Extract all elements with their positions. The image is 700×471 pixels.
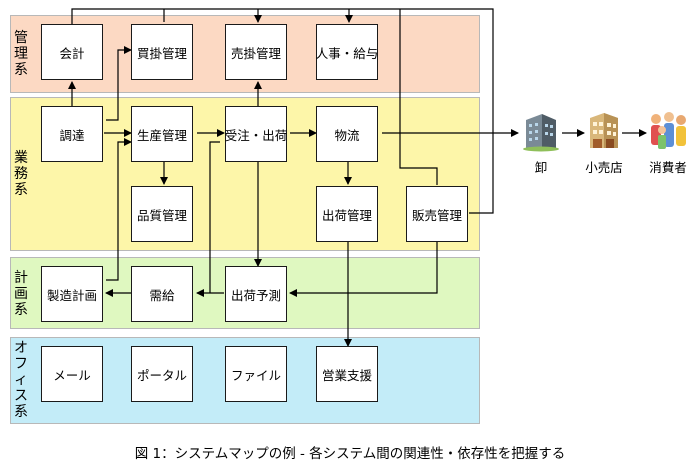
system-eigyo: 営業支援: [316, 346, 378, 402]
hanbai-right-to-bus: [400, 8, 494, 214]
system-butsuryu: 物流: [316, 106, 378, 162]
external-oroshi: 卸: [534, 160, 548, 175]
system-mail: メール: [41, 346, 103, 402]
hanbai-to-yosoku: [289, 242, 438, 297]
system-hinshitsu: 品質管理: [131, 186, 193, 242]
external-kouri: 小売店: [585, 160, 623, 175]
system-urikake: 売掛管理: [225, 24, 287, 80]
hanbai-to-bus: [399, 9, 438, 185]
chotatsu-to-kaikake: [106, 46, 132, 121]
system-portal: ポータル: [131, 346, 193, 402]
seizo-to-seisan: [106, 138, 132, 281]
people-group-icon: [651, 112, 686, 149]
system-juchu: 受注・出荷: [225, 106, 287, 162]
system-shukka: 出荷管理: [316, 186, 378, 242]
band-label-keikaku: 計画系: [14, 270, 28, 318]
figure-caption: 図 1：システムマップの例 - 各システム間の関連性・依存性を把握する: [134, 446, 566, 462]
system-yosoku: 出荷予測: [225, 266, 287, 322]
system-chotatsu: 調達: [41, 106, 103, 162]
system-hanbai: 販売管理: [406, 186, 468, 242]
store-building-icon: [590, 113, 618, 148]
system-seizo: 製造計画: [41, 266, 103, 322]
band-label-kanri: 管理系: [14, 30, 28, 78]
system-jukyu: 需給: [131, 266, 193, 322]
system-kaikei: 会計: [41, 24, 103, 80]
band-label-office: オフィス系: [14, 340, 28, 420]
system-seisan: 生産管理: [131, 106, 193, 162]
system-file: ファイル: [225, 346, 287, 402]
band-label-gyomu: 業務系: [14, 150, 28, 198]
system-kaikake: 買掛管理: [131, 24, 193, 80]
external-shohisha: 消費者: [649, 160, 687, 175]
juchu-to-jukyu-loop: [209, 141, 220, 293]
system-jinji: 人事・給与: [316, 24, 378, 80]
office-building-icon: [523, 114, 559, 152]
